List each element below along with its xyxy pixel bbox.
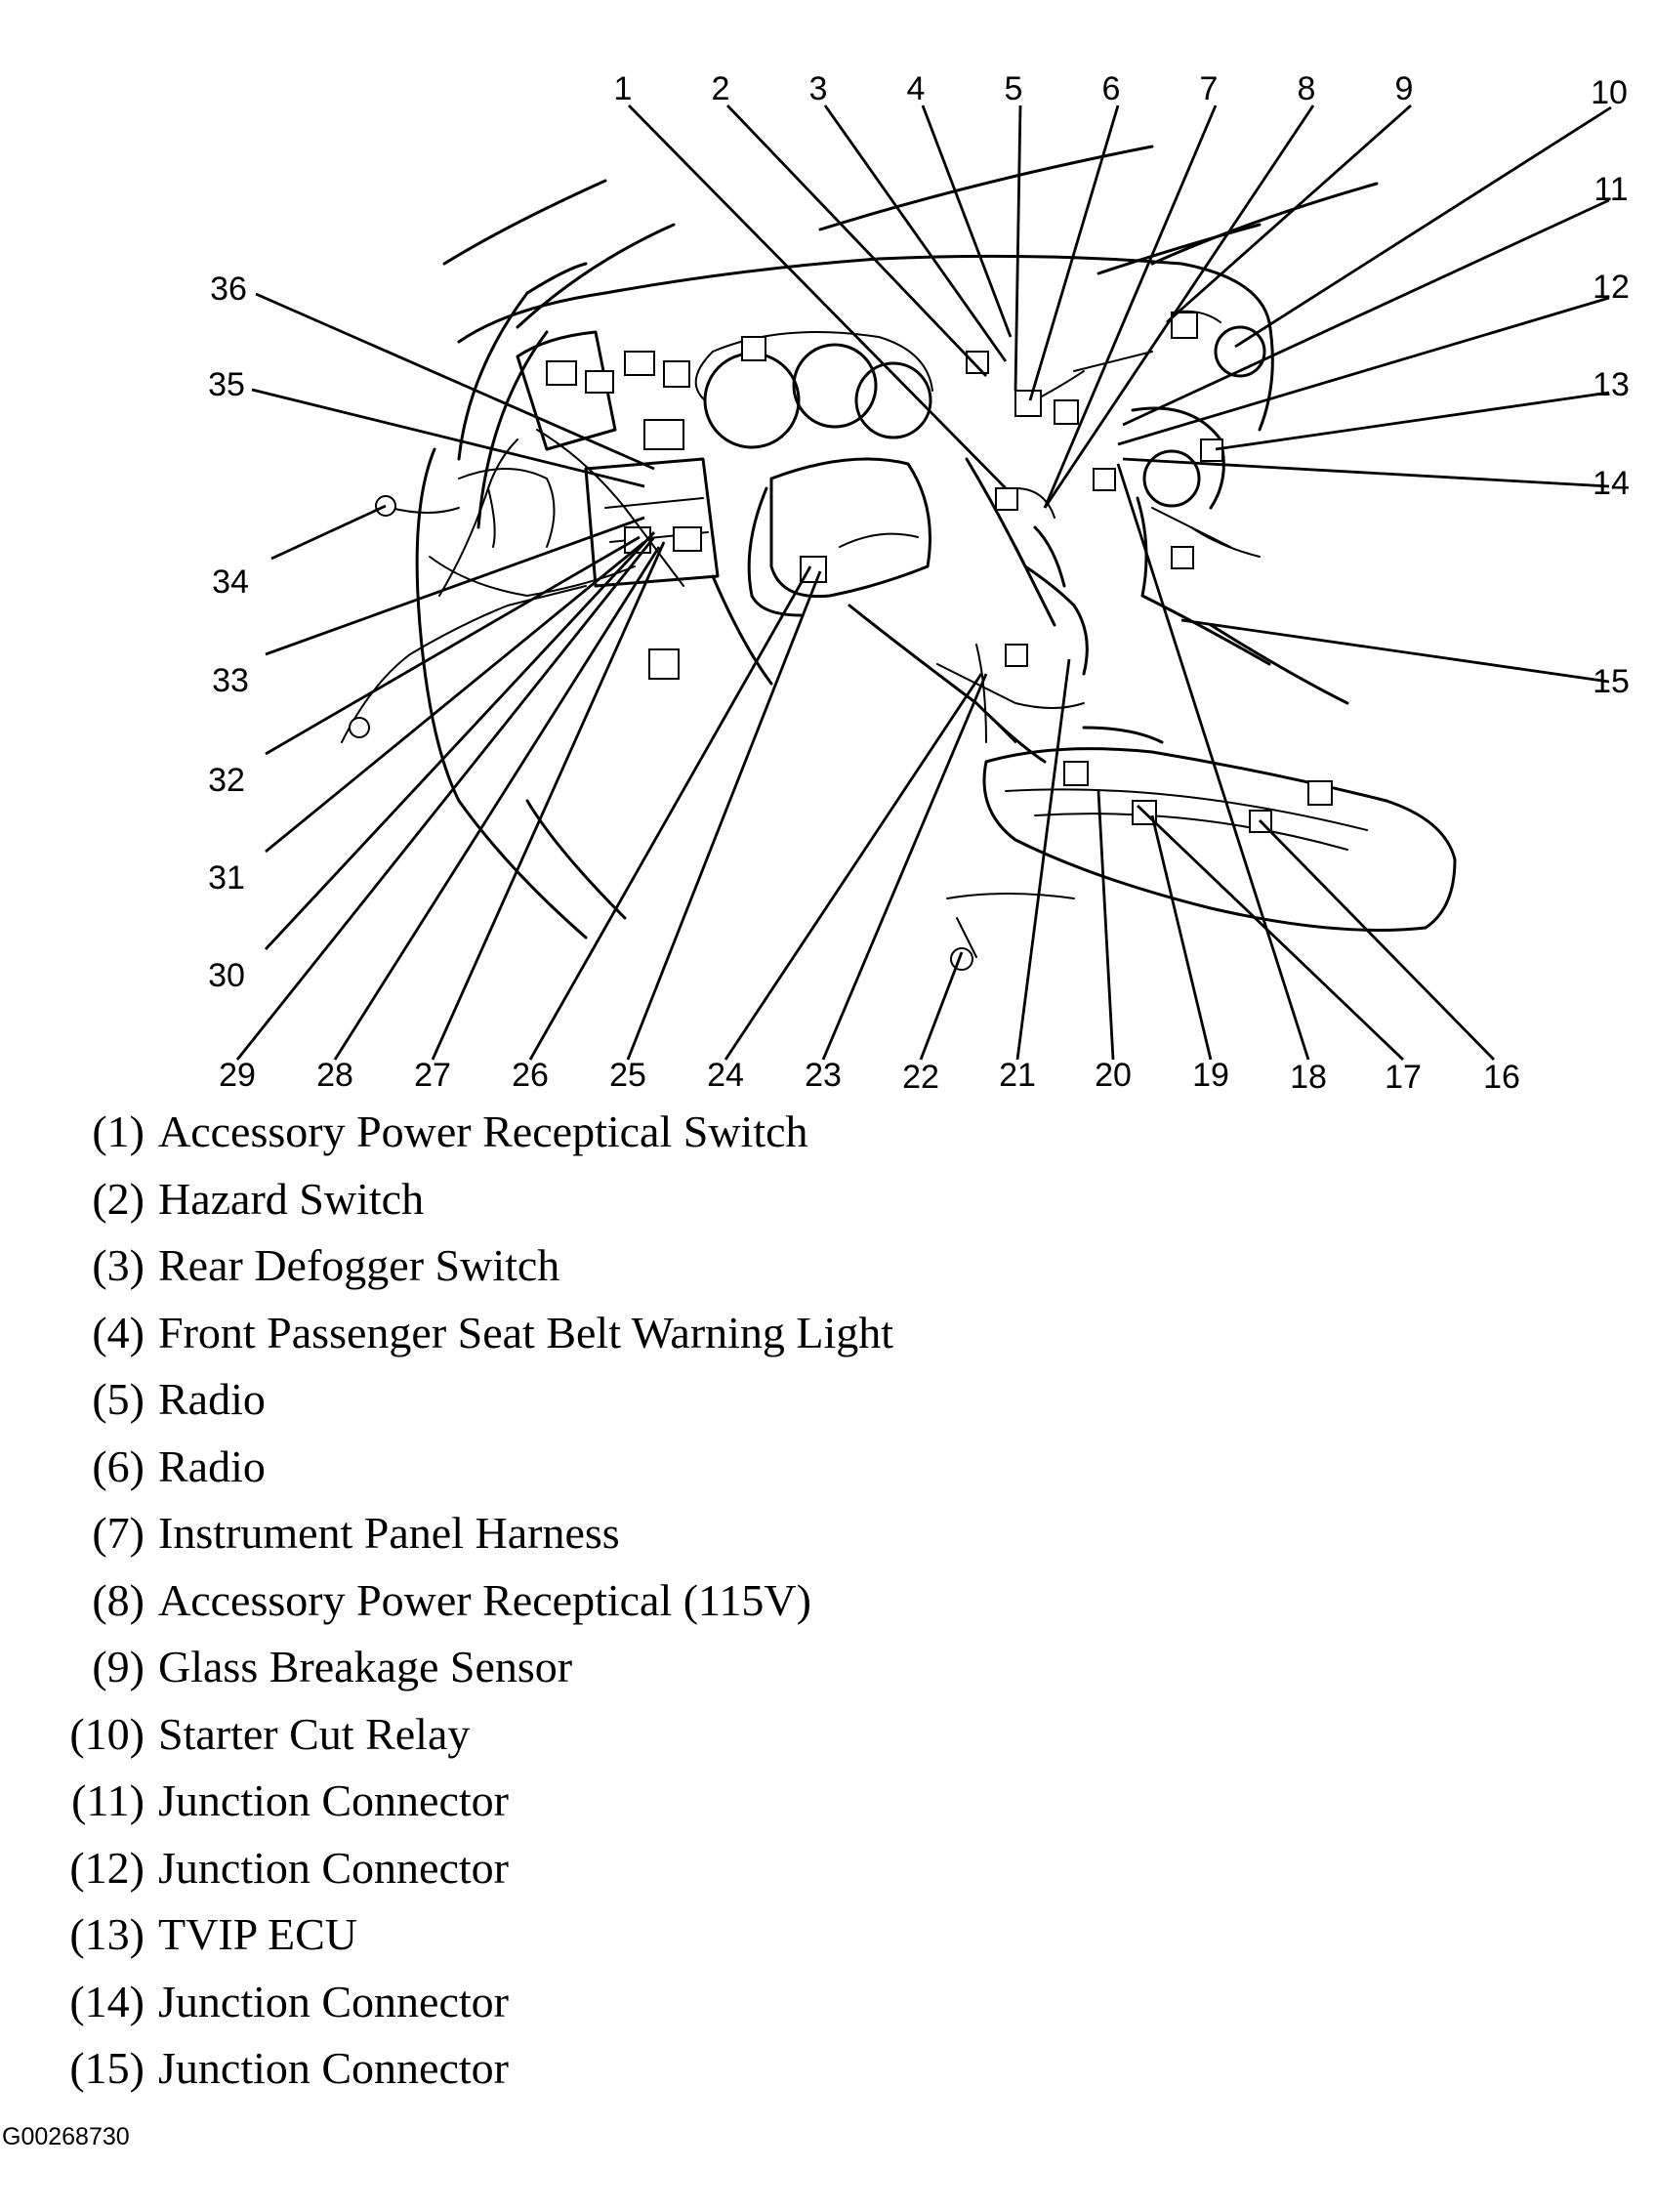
legend-number: (11) (71, 1775, 145, 1825)
callout-33: 33 (212, 662, 249, 699)
legend-item: (1) Accessory Power Receptical Switch (47, 1099, 893, 1166)
callout-29: 29 (219, 1057, 256, 1094)
legend-number: (10) (69, 1708, 145, 1759)
callout-14: 14 (1593, 465, 1630, 502)
callout-36: 36 (210, 271, 247, 308)
callout-31: 31 (208, 859, 245, 897)
callout-4: 4 (907, 70, 926, 107)
legend-text: Junction Connector (158, 1976, 509, 2026)
legend-item: (8) Accessory Power Receptical (115V) (47, 1567, 893, 1635)
wiring-location-diagram: 1 2 3 4 5 6 7 8 9 10 11 12 13 14 15 16 1… (208, 70, 1630, 1094)
callout-10: 10 (1591, 74, 1628, 111)
legend-item: (4) Front Passenger Seat Belt Warning Lig… (47, 1300, 893, 1367)
callout-22: 22 (902, 1059, 939, 1094)
legend-number: (8) (92, 1574, 145, 1625)
legend-text: Junction Connector (158, 1842, 509, 1893)
component-legend: (1) Accessory Power Receptical Switch (2)… (47, 1099, 893, 2103)
callout-9: 9 (1395, 70, 1414, 107)
callout-11: 11 (1593, 171, 1628, 208)
callout-25: 25 (609, 1057, 646, 1094)
callout-16: 16 (1483, 1059, 1520, 1094)
legend-text: Instrument Panel Harness (158, 1508, 620, 1558)
legend-number: (1) (92, 1106, 145, 1156)
callout-34: 34 (212, 563, 249, 601)
legend-number: (13) (69, 1909, 145, 1959)
callout-26: 26 (512, 1057, 549, 1094)
callout-18: 18 (1290, 1059, 1327, 1094)
callout-6: 6 (1102, 70, 1121, 107)
callout-3: 3 (809, 70, 828, 107)
legend-text: Accessory Power Receptical (115V) (158, 1574, 811, 1625)
callout-20: 20 (1095, 1057, 1132, 1094)
callout-12: 12 (1593, 269, 1630, 306)
legend-number: (9) (92, 1642, 145, 1691)
legend-item: (13) TVIP ECU (47, 1901, 893, 1969)
callout-1: 1 (614, 70, 633, 107)
legend-text: TVIP ECU (158, 1909, 358, 1959)
callout-24: 24 (707, 1057, 744, 1094)
callout-7: 7 (1200, 70, 1219, 107)
legend-item: (15) Junction Connector (47, 2035, 893, 2103)
callout-30: 30 (208, 957, 245, 994)
legend-number: (14) (69, 1976, 145, 2026)
callout-27: 27 (414, 1057, 451, 1094)
legend-item: (12) Junction Connector (47, 1835, 893, 1902)
legend-number: (5) (92, 1374, 145, 1424)
legend-number: (2) (92, 1173, 145, 1224)
callout-13: 13 (1593, 366, 1630, 403)
legend-text: Junction Connector (158, 2043, 509, 2093)
legend-text: Junction Connector (158, 1775, 509, 1825)
legend-number: (15) (69, 2043, 145, 2093)
callout-23: 23 (805, 1057, 842, 1094)
legend-text: Glass Breakage Sensor (158, 1642, 573, 1691)
callout-2: 2 (712, 70, 730, 107)
figure-id: G00268730 (2, 2123, 130, 2150)
legend-text: Rear Defogger Switch (158, 1240, 560, 1290)
dashboard-line-art (341, 145, 1457, 971)
legend-item: (6) Radio (47, 1434, 893, 1501)
legend-text: Accessory Power Receptical Switch (158, 1106, 808, 1156)
legend-number: (4) (92, 1307, 145, 1357)
legend-text: Radio (158, 1440, 266, 1491)
callout-32: 32 (208, 762, 245, 799)
legend-text: Starter Cut Relay (158, 1708, 471, 1759)
legend-number: (3) (92, 1240, 145, 1290)
legend-item: (2) Hazard Switch (47, 1166, 893, 1233)
legend-item: (7) Instrument Panel Harness (47, 1500, 893, 1567)
legend-item: (9) Glass Breakage Sensor (47, 1634, 893, 1701)
legend-number: (6) (92, 1440, 145, 1491)
callout-19: 19 (1192, 1057, 1229, 1094)
legend-item: (14) Junction Connector (47, 1969, 893, 2036)
callout-15: 15 (1593, 663, 1630, 700)
callout-numbers: 1 2 3 4 5 6 7 8 9 10 11 12 13 14 15 16 1… (208, 70, 1630, 1094)
legend-number: (12) (69, 1842, 145, 1893)
legend-item: (10) Starter Cut Relay (47, 1701, 893, 1769)
callout-17: 17 (1385, 1059, 1422, 1094)
callout-35: 35 (208, 366, 245, 403)
callout-5: 5 (1005, 70, 1023, 107)
callout-28: 28 (316, 1057, 353, 1094)
legend-text: Front Passenger Seat Belt Warning Light (158, 1307, 894, 1357)
legend-text: Radio (158, 1374, 266, 1424)
legend-item: (11) Junction Connector (47, 1768, 893, 1835)
legend-number: (7) (92, 1508, 145, 1558)
legend-text: Hazard Switch (158, 1173, 425, 1224)
callout-21: 21 (999, 1057, 1036, 1094)
legend-item: (5) Radio (47, 1366, 893, 1434)
legend-item: (3) Rear Defogger Switch (47, 1232, 893, 1300)
callout-8: 8 (1298, 70, 1316, 107)
callout-leader-lines (235, 104, 1612, 1062)
